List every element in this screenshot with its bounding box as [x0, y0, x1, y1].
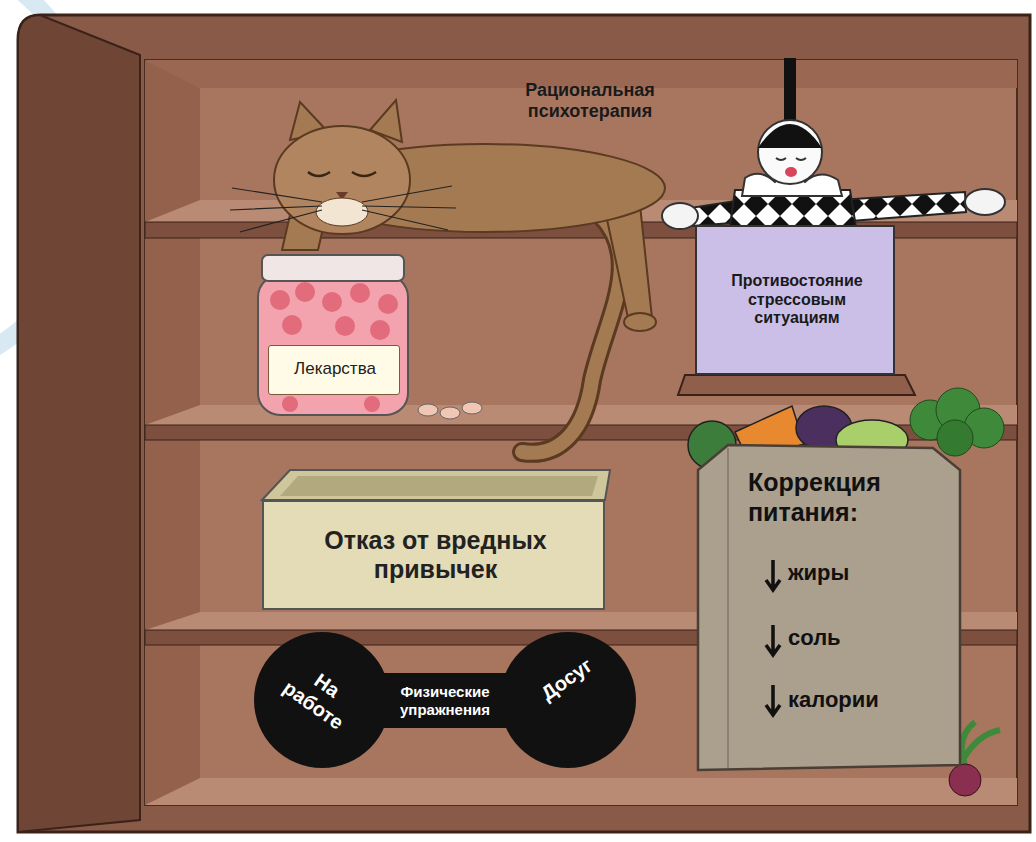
cat: [624, 313, 656, 331]
node-text: Лекарства: [273, 359, 397, 379]
pill-jar: [258, 275, 408, 415]
node-text: Коррекция питания:: [748, 468, 953, 527]
nutrition-bag: Коррекция питания: жиры соль калории: [688, 440, 968, 775]
node-text: соль: [788, 625, 948, 651]
dumbbell: [500, 632, 636, 768]
pill-jar: [370, 320, 390, 340]
cat: [230, 100, 665, 453]
habits-box: Отказ от вредных привычек: [262, 500, 605, 610]
node-text: калории: [788, 687, 948, 713]
box-opening: [280, 476, 598, 496]
cat: [230, 186, 456, 232]
node-text: жиры: [788, 560, 948, 586]
cat: [308, 172, 330, 176]
pill-jar: [282, 315, 302, 335]
cat: [316, 198, 368, 226]
pill-jar: [350, 283, 370, 303]
paper-bag: [766, 560, 780, 590]
exercise-dumbbell: На работеФизические упражненияДосуг: [250, 628, 640, 773]
clown: [784, 58, 796, 124]
shelf: [145, 200, 1017, 805]
cat: [352, 172, 376, 176]
pills: [418, 402, 482, 419]
paper-bag: [766, 685, 780, 715]
shelf: [145, 778, 1017, 805]
vegetables: [937, 420, 973, 456]
clown: [965, 189, 1005, 215]
clown: [776, 158, 786, 160]
clown: [838, 192, 966, 222]
pills: [440, 407, 460, 419]
box-opening: [262, 470, 610, 500]
clown: [758, 124, 822, 148]
dumbbell: [254, 632, 390, 768]
pill-jar: [262, 255, 404, 281]
pill-jar: [322, 292, 342, 312]
pill-jar: [378, 294, 398, 314]
box-stand: [678, 375, 915, 395]
pill-jar: [335, 316, 355, 336]
pill-jar: [270, 290, 290, 310]
stress-box: Противостояние стрессовым ситуациям: [695, 225, 895, 375]
beet: [949, 764, 981, 796]
node-text: Отказ от вредных привычек: [274, 526, 597, 585]
clown: [785, 167, 797, 177]
cat: [605, 205, 652, 318]
clown: [758, 120, 822, 184]
pill-jar: [295, 282, 315, 302]
paper-bag: [698, 445, 960, 770]
clown: [662, 58, 1005, 240]
cat-caption: Рациональная психотерапия: [500, 80, 680, 122]
pill-jar: [258, 255, 408, 415]
cabinet: [145, 60, 1017, 805]
beet: [960, 722, 1000, 765]
paper-bag: [766, 625, 780, 655]
cat: [522, 215, 621, 453]
cabinet: [18, 15, 1030, 832]
node-text: Физические упражнения: [375, 683, 515, 718]
clown: [796, 158, 806, 160]
paper-bag: [727, 448, 729, 768]
node-text: Противостояние стрессовым ситуациям: [707, 272, 887, 329]
pill-jar: [282, 396, 298, 412]
cat: [522, 215, 621, 453]
cabinet: [18, 15, 140, 832]
box-opening: [262, 470, 610, 500]
pills: [462, 402, 482, 414]
clown: [662, 203, 698, 229]
pill-jar: [364, 396, 380, 412]
jar-label: Лекарства: [268, 345, 400, 395]
pills: [418, 404, 438, 416]
cabinet: [18, 15, 1030, 832]
box-stand: [678, 375, 915, 395]
